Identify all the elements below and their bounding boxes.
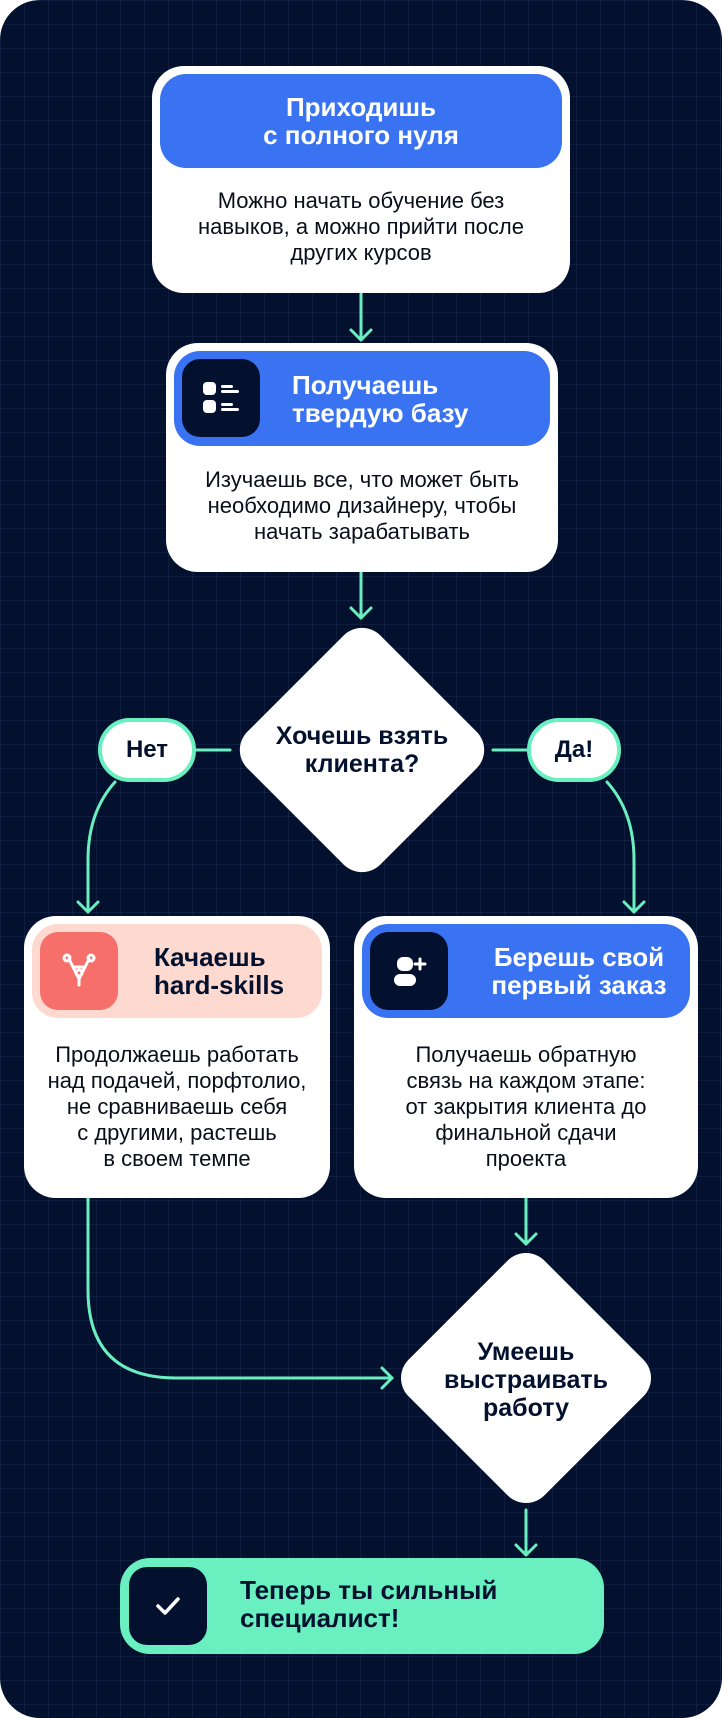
list-icon: [182, 359, 260, 437]
branch-first-order-header: Берешь свой первый заказ: [362, 924, 690, 1018]
arrowhead-decision2-top: [514, 1232, 538, 1246]
step-start-title: Приходишь с полного нуля: [263, 92, 459, 150]
answer-yes-badge: Да!: [527, 718, 621, 782]
arrowhead-decision2-left: [380, 1366, 394, 1390]
arrowhead-final: [514, 1543, 538, 1557]
branch-hard-skills-title: Качаешь hard-skills: [154, 942, 285, 1000]
branch-hard-skills-header: Качаешь hard-skills: [32, 924, 322, 1018]
arrowhead-step2: [349, 328, 373, 342]
answer-no-badge: Нет: [98, 718, 196, 782]
arrowhead-decision1: [349, 606, 373, 620]
branch-hard-skills-card: Качаешь hard-skills Продолжаешь работать…: [24, 916, 330, 1198]
connector-no-decision2: [86, 1196, 394, 1380]
answer-yes-label: Да!: [554, 736, 594, 763]
arrowhead-branch-no: [76, 900, 100, 914]
checkmark-icon: [129, 1567, 207, 1645]
branch-first-order-card: Берешь свой первый заказ Получаешь обрат…: [354, 916, 698, 1198]
branch-first-order-body: Получаешь обратную связь на каждом этапе…: [405, 1042, 647, 1171]
branch-first-order-title: Берешь свой первый заказ: [491, 942, 667, 1000]
final-result-card: Теперь ты сильный специалист!: [120, 1558, 604, 1654]
step-base-header: Получаешь твердую базу: [174, 351, 550, 446]
decision-take-client-text: Хочешь взять клиента?: [275, 722, 449, 778]
step-base-title: Получаешь твердую базу: [292, 369, 469, 428]
connector-yes-branch: [605, 780, 636, 914]
final-result-text: Теперь ты сильный специалист!: [240, 1575, 498, 1633]
decision-build-work-text: Умеешь выстраивать работу: [444, 1338, 608, 1422]
branch-hard-skills-body: Продолжаешь работать над подачей, порфто…: [47, 1042, 307, 1171]
step-start-body: Можно начать обучение без навыков, а мож…: [197, 188, 524, 265]
add-user-icon: [370, 932, 448, 1010]
step-start-card: Приходишь с полного нуля Можно начать об…: [152, 66, 570, 293]
step-base-body: Изучаешь все, что может быть необходимо …: [205, 467, 519, 544]
connector-no-branch: [86, 780, 117, 914]
pen-tool-icon: [40, 932, 118, 1010]
step-start-header: Приходишь с полного нуля: [160, 74, 562, 168]
arrowhead-branch-yes: [622, 900, 646, 914]
answer-no-label: Нет: [125, 736, 169, 763]
step-base-card: Получаешь твердую базу Изучаешь все, что…: [166, 343, 558, 572]
